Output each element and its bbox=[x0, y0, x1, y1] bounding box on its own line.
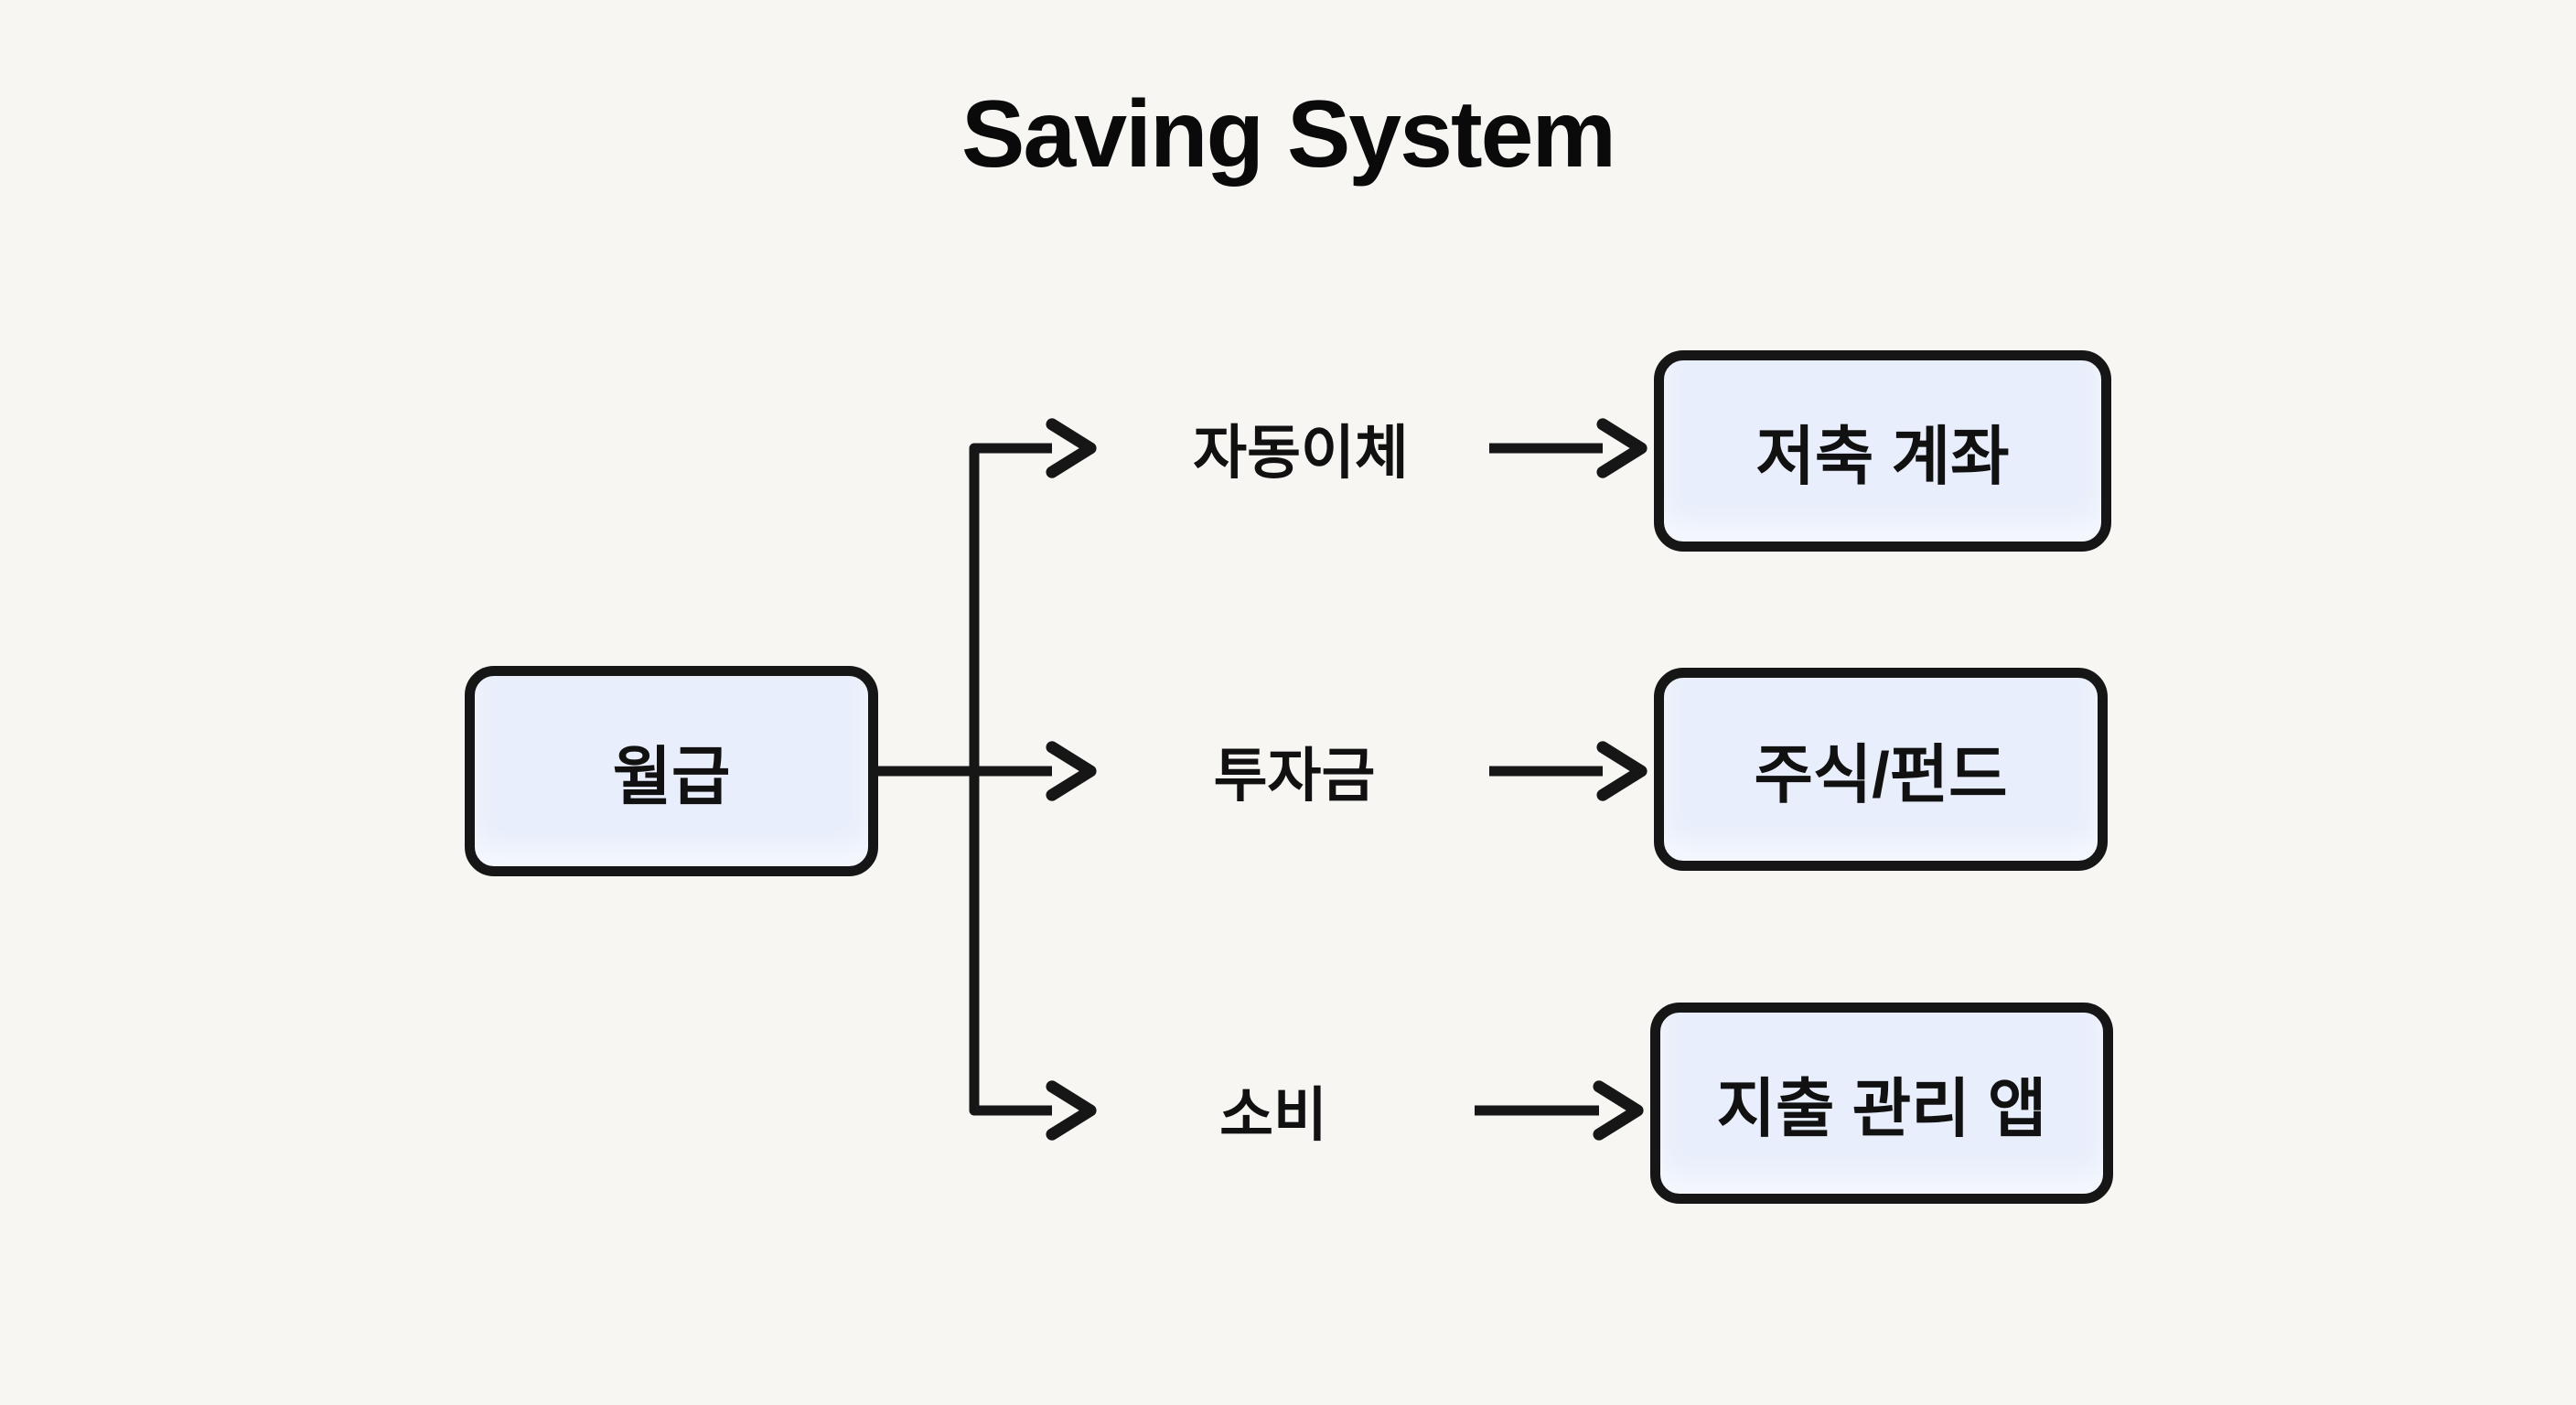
branch-label-investment: 투자금 bbox=[1213, 743, 1376, 809]
node-stocks-funds: 주식/펀드 bbox=[1654, 668, 2108, 871]
node-salary: 월급 bbox=[465, 666, 878, 876]
arrow-salary-to-spending bbox=[969, 771, 1097, 1141]
node-expense-management-app-label: 지출 관리 앱 bbox=[1716, 1072, 2047, 1144]
branch-label-spending: 소비 bbox=[1219, 1082, 1327, 1148]
node-stocks-funds-label: 주식/펀드 bbox=[1754, 738, 2008, 810]
node-salary-label: 월급 bbox=[612, 740, 731, 812]
node-savings-account-label: 저축 계좌 bbox=[1755, 420, 2010, 492]
node-expense-management-app: 지출 관리 앱 bbox=[1650, 1003, 2113, 1204]
arrow-salary-to-auto-transfer bbox=[969, 418, 1097, 771]
branch-label-auto-transfer: 자동이체 bbox=[1193, 420, 1409, 486]
diagram-title: Saving System bbox=[961, 81, 1616, 188]
node-savings-account: 저축 계좌 bbox=[1654, 350, 2111, 552]
